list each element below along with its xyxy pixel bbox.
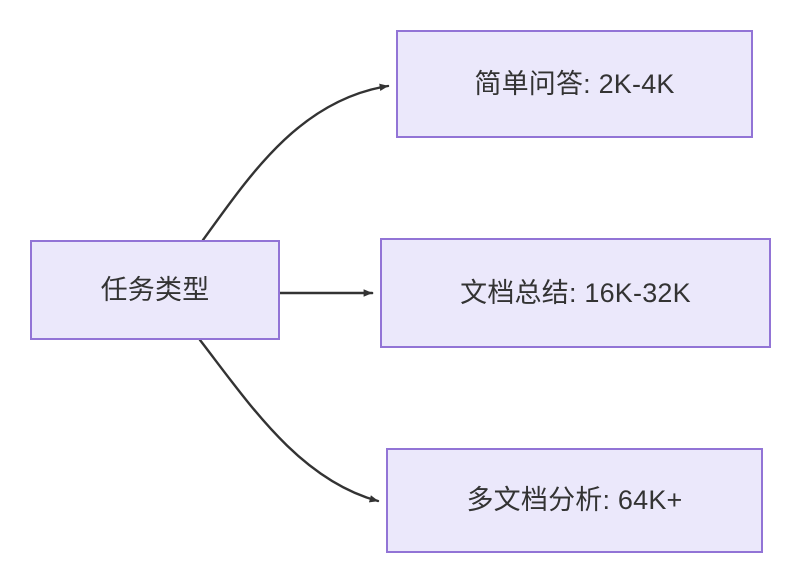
node-doc-summary[interactable]: 文档总结: 16K-32K xyxy=(380,238,771,348)
edge-root-to-simple-qa xyxy=(201,83,390,242)
node-label-multi-doc: 多文档分析: 64K+ xyxy=(466,485,683,516)
node-label-simple-qa: 简单问答: 2K-4K xyxy=(474,68,675,99)
node-simple-qa[interactable]: 简单问答: 2K-4K xyxy=(396,30,753,138)
node-label-task-type: 任务类型 xyxy=(100,274,210,305)
node-task-type[interactable]: 任务类型 xyxy=(30,240,280,340)
node-multi-doc[interactable]: 多文档分析: 64K+ xyxy=(386,448,763,553)
node-label-doc-summary: 文档总结: 16K-32K xyxy=(460,277,691,308)
edge-root-to-multi-doc xyxy=(198,338,380,503)
